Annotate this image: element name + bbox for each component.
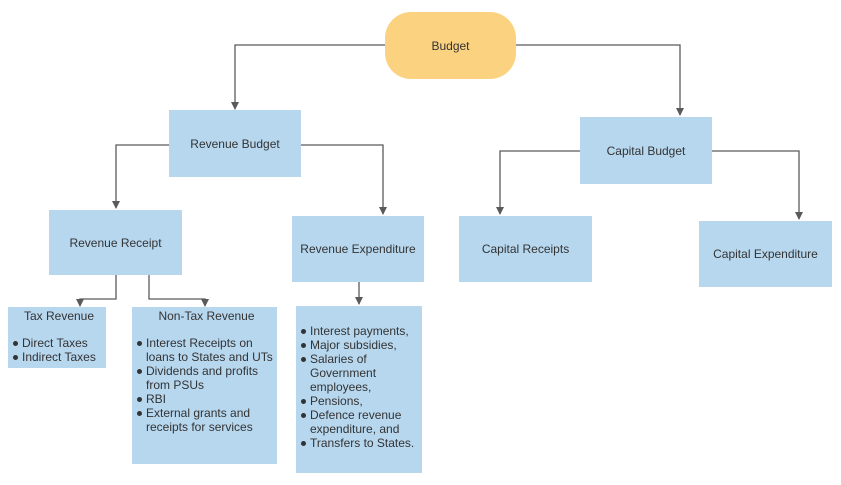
list-item: External grants and receipts for service… (136, 406, 277, 434)
list-item: Defence revenue expenditure, and (300, 408, 422, 436)
connector-revenue-budget-to-revenue-expenditure (301, 144, 387, 215)
non-tax-revenue-title: Non-Tax Revenue (158, 309, 255, 323)
tax-revenue-title: Tax Revenue (23, 309, 95, 323)
list-item: Pensions, (300, 394, 422, 408)
revenue-expenditure-node: Revenue Expenditure (292, 216, 424, 282)
list-item: Indirect Taxes (12, 350, 106, 364)
connector-capital-budget-to-capital-expenditure (712, 150, 803, 220)
revenue-budget-label: Revenue Budget (190, 136, 280, 151)
connector-revenue-receipt-to-tax-revenue (76, 275, 117, 307)
revenue-receipt-label: Revenue Receipt (69, 235, 162, 250)
budget-label: Budget (431, 38, 470, 53)
connector-capital-budget-to-capital-receipts (496, 150, 580, 215)
list-item: Salaries of Government employees, (300, 352, 422, 394)
capital-expenditure-node: Capital Expenditure (699, 221, 832, 287)
revenue-expenditure-label: Revenue Expenditure (300, 242, 416, 256)
revenue-budget-node: Revenue Budget (169, 110, 301, 177)
list-item: Direct Taxes (12, 336, 106, 350)
list-item: Interest payments, (300, 324, 422, 338)
tax-revenue-list: Direct Taxes Indirect Taxes (12, 336, 106, 364)
capital-receipts-node: Capital Receipts (459, 216, 592, 282)
list-item: Transfers to States. (300, 436, 422, 450)
connector-revenue-budget-to-revenue-receipt (112, 144, 169, 209)
revenue-expenditure-list: Interest payments, Major subsidies, Sala… (300, 324, 422, 450)
capital-receipts-label: Capital Receipts (481, 242, 570, 256)
non-tax-revenue-list: Interest Receipts on loans to States and… (136, 336, 277, 434)
connector-budget-to-revenue-budget (231, 44, 385, 110)
connector-revenue-receipt-to-non-tax-revenue (148, 275, 209, 307)
capital-budget-node: Capital Budget (580, 117, 712, 184)
budget-node: Budget (385, 12, 516, 79)
revenue-expenditure-items-node: Interest payments, Major subsidies, Sala… (296, 306, 422, 473)
list-item: Dividends and profits from PSUs (136, 364, 277, 392)
list-item: Interest Receipts on loans to States and… (136, 336, 277, 364)
capital-expenditure-label: Capital Expenditure (713, 247, 818, 261)
tax-revenue-node: Tax Revenue Direct Taxes Indirect Taxes (8, 307, 106, 368)
revenue-receipt-node: Revenue Receipt (49, 210, 182, 275)
list-item: RBI (136, 392, 277, 406)
connector-budget-to-capital-budget (516, 44, 684, 116)
capital-budget-label: Capital Budget (606, 143, 686, 158)
non-tax-revenue-node: Non-Tax Revenue Interest Receipts on loa… (132, 307, 277, 464)
list-item: Major subsidies, (300, 338, 422, 352)
